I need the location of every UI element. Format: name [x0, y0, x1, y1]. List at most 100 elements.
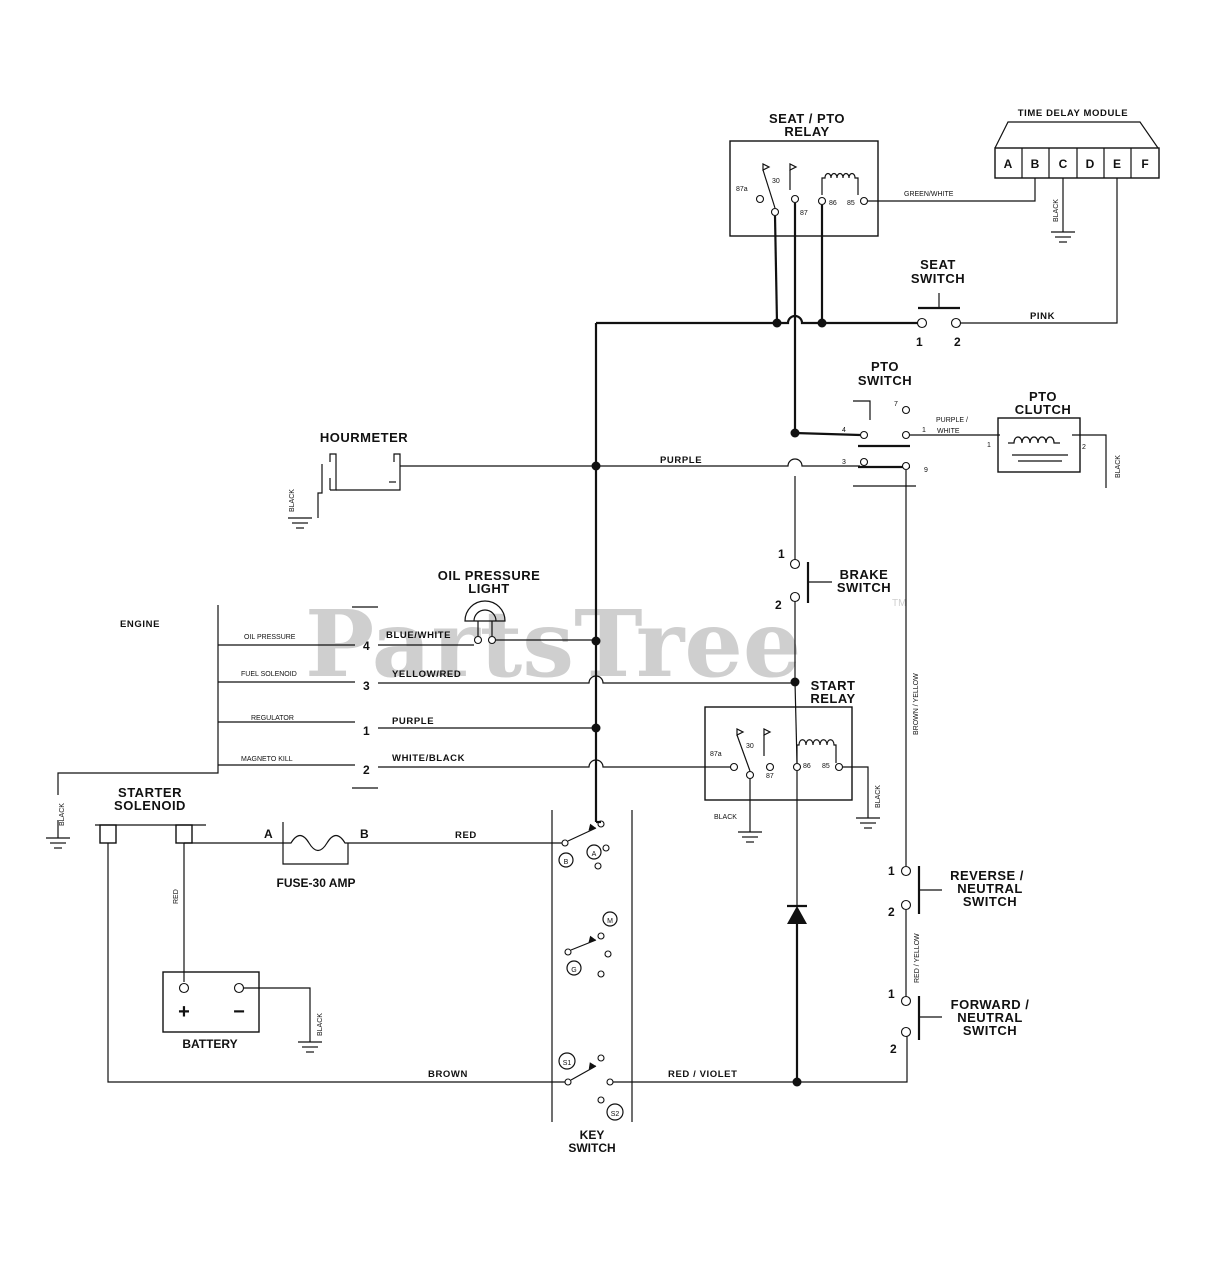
starter-solenoid: STARTER SOLENOID — [95, 785, 206, 844]
seat-pto-relay-coil — [821, 172, 859, 195]
watermark: PartsTree — [305, 590, 801, 698]
key-contact-a-icon — [586, 844, 602, 860]
tdm-terminal-d: D — [1086, 157, 1095, 171]
key-contact-s2: S2 — [611, 1111, 620, 1118]
key-contact-s1-icon — [558, 1052, 576, 1070]
pto-clutch-coil — [1008, 436, 1060, 444]
oil-pressure-light-title-1: OIL PRESSURE — [438, 568, 541, 583]
key-contact-s2-icon — [606, 1103, 624, 1121]
ground-icon — [46, 820, 70, 849]
fuse-terminal-b: B — [360, 827, 369, 841]
battery-label: BATTERY — [182, 1037, 237, 1051]
seat-switch-title-1: SEAT — [920, 257, 956, 272]
battery-minus: − — [233, 1001, 245, 1023]
forward-switch-title-2: NEUTRAL — [957, 1010, 1023, 1025]
brake-switch-title-1: BRAKE — [840, 567, 889, 582]
wire-label-red-yellow: RED / YELLOW — [914, 933, 921, 983]
watermark-tm: TM — [892, 598, 906, 609]
pto-switch-pin-4: 4 — [842, 427, 846, 434]
tdm-terminal-f: F — [1141, 157, 1148, 171]
ground-icon — [288, 517, 312, 529]
ground-icon — [1051, 231, 1075, 243]
key-contact-b: B — [564, 859, 569, 866]
ground-icon — [738, 831, 762, 843]
wire-hourmeter-ground — [317, 464, 323, 518]
pto-clutch-title-2: CLUTCH — [1015, 402, 1071, 417]
brake-switch: 1 2 BRAKE SWITCH — [775, 547, 891, 612]
wire-yellow-red — [378, 675, 795, 684]
key-contact-m: M — [607, 918, 613, 925]
engine-terminal-4: 4 — [363, 639, 370, 653]
time-delay-module: TIME DELAY MODULE A B C D E F — [994, 108, 1160, 179]
fuse-label: FUSE-30 AMP — [277, 876, 356, 890]
seat-pto-relay: SEAT / PTO RELAY 87a 30 87 86 85 — [729, 111, 879, 237]
forward-switch-title-1: FORWARD / — [951, 997, 1030, 1012]
reverse-switch-title-3: SWITCH — [963, 894, 1017, 909]
seat-pto-relay-pin-30: 30 — [772, 178, 780, 185]
engine-terminal-magneto-kill: MAGNETO KILL — [241, 756, 293, 763]
wire-pink — [956, 178, 1118, 324]
tdm-terminal-a: A — [1004, 157, 1013, 171]
wire-label-green-white: GREEN/WHITE — [904, 191, 954, 198]
brake-switch-pin-1: 1 — [778, 547, 785, 561]
start-relay: START RELAY 87a 30 87 86 85 — [704, 678, 856, 801]
reverse-switch-pin-2: 2 — [888, 905, 895, 919]
pto-switch: PTO SWITCH 7 4 1 3 9 — [842, 359, 928, 487]
wire-green-white — [868, 178, 1036, 202]
hourmeter-title: HOURMETER — [320, 430, 408, 445]
wire-label-black-tdm: BLACK — [1053, 199, 1060, 222]
engine-terminal-1: 1 — [363, 724, 370, 738]
time-delay-module-title: TIME DELAY MODULE — [1018, 108, 1129, 119]
wire-start-relay-ground — [843, 766, 869, 818]
reverse-switch-title-2: NEUTRAL — [957, 881, 1023, 896]
seat-pto-relay-pin-85: 85 — [847, 200, 855, 207]
wire-label-blue-white: BLUE/WHITE — [386, 630, 451, 641]
wire-label-black-start-relay-30: BLACK — [714, 814, 737, 821]
wire-label-purple: PURPLE — [660, 455, 702, 466]
wire-label-red-battery: RED — [173, 889, 180, 904]
wire-label-yellow-red: YELLOW/RED — [392, 669, 461, 680]
engine-terminal-2: 2 — [363, 763, 370, 777]
wire-label-black-start-relay: BLACK — [875, 785, 882, 808]
start-relay-pin-86: 86 — [803, 763, 811, 770]
forward-neutral-switch: 1 2 FORWARD / NEUTRAL SWITCH — [888, 987, 1029, 1056]
ground-icon — [856, 817, 880, 829]
wire-bus-323 — [596, 314, 918, 325]
brake-switch-title-2: SWITCH — [837, 580, 891, 595]
forward-switch-pin-2: 2 — [890, 1042, 897, 1056]
wire-label-purple-white-2: WHITE — [937, 428, 960, 435]
seat-switch-pin-2: 2 — [954, 335, 961, 349]
engine-terminal-fuel-solenoid: FUEL SOLENOID — [241, 671, 297, 678]
key-contact-a: A — [592, 851, 597, 858]
pto-clutch-pin-1: 1 — [987, 442, 991, 449]
wire-red-violet — [613, 1030, 908, 1083]
wire-label-black-hourmeter: BLACK — [289, 489, 296, 512]
starter-solenoid-title-1: STARTER — [118, 785, 182, 800]
seat-pto-relay-title-1: SEAT / PTO — [769, 111, 845, 126]
seat-switch-pin-1: 1 — [916, 335, 923, 349]
wire-label-red: RED — [455, 830, 477, 841]
starter-solenoid-title-2: SOLENOID — [114, 798, 186, 813]
seat-pto-relay-title-2: RELAY — [784, 124, 829, 139]
reverse-switch-title-1: REVERSE / — [950, 868, 1024, 883]
key-switch-title-2: SWITCH — [568, 1141, 615, 1155]
pto-switch-pin-7: 7 — [894, 401, 898, 408]
oil-pressure-light-title-2: LIGHT — [468, 581, 510, 596]
ground-icon — [298, 1041, 322, 1053]
wire-label-black-battery: BLACK — [317, 1013, 324, 1036]
reverse-neutral-switch: 1 2 REVERSE / NEUTRAL SWITCH — [888, 864, 1024, 919]
start-relay-title-2: RELAY — [810, 691, 855, 706]
key-contact-s1: S1 — [563, 1060, 572, 1067]
start-relay-title-1: START — [811, 678, 856, 693]
key-contact-b-icon — [558, 852, 574, 868]
start-relay-pin-30: 30 — [746, 743, 754, 750]
start-relay-coil — [796, 739, 837, 763]
pto-clutch-title-1: PTO — [1029, 389, 1057, 404]
wire-label-red-violet: RED / VIOLET — [668, 1069, 737, 1080]
wire-battery-ground — [243, 987, 311, 1042]
brake-switch-pin-2: 2 — [775, 598, 782, 612]
key-contact-g-icon — [566, 960, 582, 976]
wire-label-purple-regulator: PURPLE — [392, 716, 434, 727]
seat-switch: SEAT SWITCH 1 2 — [911, 257, 965, 349]
